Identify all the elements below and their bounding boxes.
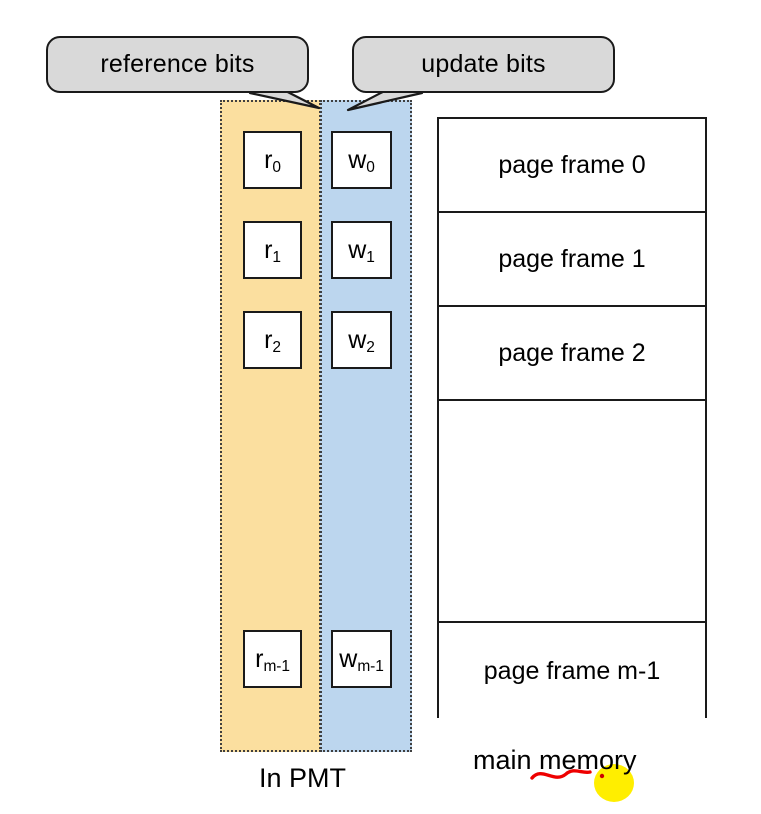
- reference-bit-label: r0: [264, 145, 281, 176]
- reference-bit-label: r1: [264, 235, 281, 266]
- in-pmt-caption: In PMT: [259, 763, 347, 793]
- red-squiggle-annotation: [530, 769, 605, 780]
- page-frame-row: page frame m-1: [439, 623, 705, 720]
- reference-bits-callout: reference bits: [46, 36, 309, 93]
- page-frame-row: page frame 2: [439, 307, 705, 401]
- reference-bit-box: rm-1: [243, 630, 302, 688]
- reference-bit-label: r2: [264, 325, 281, 356]
- update-bits-callout: update bits: [352, 36, 615, 93]
- reference-bit-box: r2: [243, 311, 302, 369]
- update-bit-label: w2: [348, 325, 375, 356]
- page-frame-row-empty: [439, 401, 705, 623]
- update-bit-label: wm-1: [339, 644, 384, 675]
- update-bit-box: wm-1: [331, 630, 392, 688]
- reference-bit-box: r1: [243, 221, 302, 279]
- reference-bit-box: r0: [243, 131, 302, 189]
- page-frame-row: page frame 0: [439, 119, 705, 213]
- update-bit-box: w0: [331, 131, 392, 189]
- update-bit-label: w0: [348, 145, 375, 176]
- main-memory-table: page frame 0 page frame 1 page frame 2 p…: [437, 117, 707, 720]
- yellow-highlight-blob: [594, 764, 634, 802]
- update-bit-box: w2: [331, 311, 392, 369]
- update-bit-label: w1: [348, 235, 375, 266]
- update-bit-box: w1: [331, 221, 392, 279]
- reference-bit-label: rm-1: [255, 644, 290, 675]
- page-frame-row: page frame 1: [439, 213, 705, 307]
- main-memory-caption: main memory: [473, 745, 637, 775]
